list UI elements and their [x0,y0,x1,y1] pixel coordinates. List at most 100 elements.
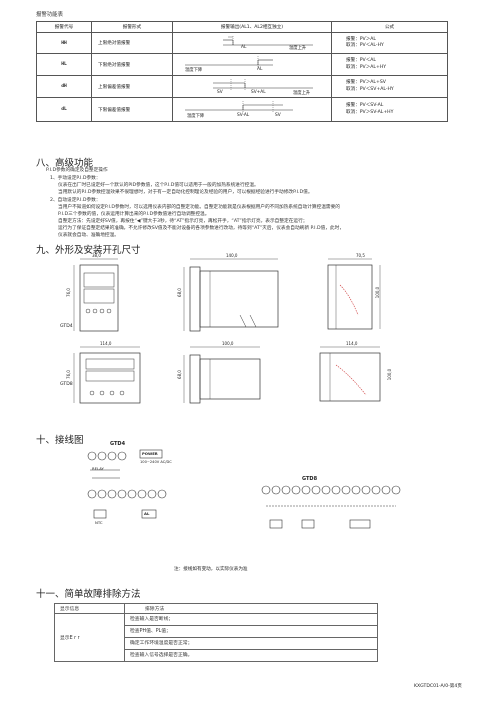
pid-item2-line: 仪表就会自动、准确地控温。 [58,233,119,238]
fault-table: 显示信息 排除方法 显示E r r 检查输入是否断线； 检查PH值、PL值； 确… [54,603,378,662]
fault-methods: 检查输入是否断线； 检查PH值、PL值； 确定工作环境温度是否正常； 检查输入信… [124,613,378,662]
model-label-gtd8: GTD8 [60,382,73,387]
diagram-label: SV-AL [237,113,250,118]
wiring-gtd8-label: GTD8 [302,476,318,482]
page-footer: KXGTDC01-A/0-第4页 [414,684,462,689]
fault-display: 显示E r r [54,613,125,662]
alarm-code: dL [36,97,92,122]
dim-front-bot-w: 114,0 [100,341,112,346]
wiring-power-label: POWER [142,451,158,456]
dim-side-bot-w: 100,0 [222,341,234,346]
header-formula: 公式 [331,21,448,33]
alarm-output-diagram: 温度下降 AL [172,53,332,76]
section-title-advanced: 八、高级功能 [36,158,94,169]
dim-end-top-w: 70,5 [356,253,365,258]
gtd8-terminals [261,485,401,495]
alarm-output-diagram: AL 温度上升 [172,32,332,54]
gtd4-terminals-top [87,451,127,461]
dim-front-bot-h: 76,0 [65,370,71,379]
pid-item1-line: 仪表在出厂时已设定好一个默认的PID参数值，这个P.I.D值可以适用于一般的加热… [58,183,259,188]
table-row: dL 下限偏差值报警 温度下降 SV-AL SV 报警：PV＜SV-AL 取消：… [36,97,448,122]
diagram-label: 温度下降 [185,68,203,73]
table-row: 显示E r r 检查输入是否断线； 检查PH值、PL值； 确定工作环境温度是否正… [54,613,378,662]
formula-alarm: 报警：PV＜SV-AL [346,103,384,108]
alarm-form: 下限绝对值报警 [91,53,173,76]
formula-cancel: 取消：PV＜AL-HY [346,43,384,48]
pid-subtitle: P.I.D参数的确定及自整定操作 [46,168,108,173]
alarm-table: 报警代号 报警形式 报警输出(AL1、AL2相互独立) 公式 HH 上限绝对值报… [36,21,448,122]
wiring-voltage-label: 100~240V AC/DC [140,460,172,464]
alarm-output-diagram: SV SV+AL 温度上升 [172,75,332,98]
alarm-formula: 报警：PV＞AL+SV 取消：PV＜SV+AL-HY [331,75,448,98]
pid-item2-line: P.I.D三个参数的值，仪表运用计算出来的P.I.D参数值进行自动调整控温。 [58,212,210,217]
fault-table-header-row: 显示信息 排除方法 [54,603,378,614]
pid-item1-title: 1、手动设定P.I.D参数： [50,176,101,181]
table-row: HL 下限绝对值报警 温度下降 AL 报警：PV＜AL 取消：PV＞AL+HY [36,53,448,76]
wiring-gtd4-label: GTD4 [110,441,126,447]
dimension-drawings [73,258,381,404]
wiring-al-label: AL [144,511,150,516]
alarm-formula: 报警：PV＜AL 取消：PV＞AL+HY [331,53,448,76]
dim-end-bot-w: 114,0 [346,341,358,346]
list-item: 检查输入信号选择是否正确。 [130,653,193,658]
alarm-formula: 报警：PV＜SV-AL 取消：PV＞SV-AL+HY [331,97,448,122]
alarm-form: 下限偏差值报警 [91,97,173,122]
header-code: 报警代号 [36,21,92,33]
dim-end-top-h: 100,0 [375,286,381,299]
pid-item2-line: 自整定方法：先设定好SV值，再按住“◀”键大于3秒，待“AT”指示灯亮，再松开手… [58,219,308,224]
formula-alarm: 报警：PV＜AL [346,58,376,63]
pid-item2-line: 当用户不知道如何设定P.I.D参数时，可以选用仪表内部的自整定功能。自整定功能就… [58,205,340,210]
wiring-diagrams [87,449,401,529]
formula-cancel: 取消：PV＜SV+AL-HY [346,86,394,92]
diagram-label: 温度上升 [289,46,307,51]
alarm-table-caption: 报警功能表 [36,12,63,18]
pid-item1-line: 当用默认的P.I.D参数控温效果不很理想时，对于有一定自动化控制理论及经验的用户… [58,190,313,195]
formula-alarm: 报警：PV＞AL+SV [346,80,386,85]
header-output: 报警输出(AL1、AL2相互独立) [172,21,332,33]
diagram-label: SV [217,90,223,95]
fault-header-method: 排除方法 [124,603,378,614]
alarm-table-header-row: 报警代号 报警形式 报警输出(AL1、AL2相互独立) 公式 [36,21,448,33]
formula-cancel: 取消：PV＞AL+HY [346,64,387,70]
wiring-note: 注：接线如有变动，以实际仪表为准 [174,567,248,572]
alarm-form: 上限绝对值报警 [91,32,173,54]
diagram-label: AL [241,45,247,50]
alarm-formula: 报警：PV＞AL 取消：PV＜AL-HY [331,32,448,54]
pid-item2-line: 运行为了保证自整定结果的准确，不允许修改SV值及不能对设备的各项参数进行改动，待… [58,226,345,231]
dim-side-top-w: 140,0 [226,253,238,258]
list-item: 确定工作环境温度是否正常； [125,638,377,650]
section-title-dimensions: 九、外形及安装开孔尺寸 [36,245,141,256]
section-title-wiring: 十、接线图 [36,435,84,446]
formula-alarm: 报警：PV＞AL [346,36,376,42]
fault-header-display: 显示信息 [54,603,125,614]
wiring-ntc-label: NTC [95,520,103,525]
section-title-troubleshooting: 十一、简单故障排除方法 [36,589,141,600]
diagram-label: 温度上升 [293,91,311,96]
pid-item2-title: 2、自动设定P.I.D参数： [50,198,101,203]
dim-front-top-h: 76,0 [65,288,71,297]
alarm-output-diagram: 温度下降 SV-AL SV [172,97,332,122]
list-item: 检查输入是否断线； [125,614,377,626]
model-label-gtd4: GTD4 [60,324,73,329]
alarm-code: HH [36,32,92,54]
diagram-label: SV+AL [251,90,266,95]
dim-side-bot-h: 68,0 [176,370,182,379]
diagram-label: AL [257,67,263,72]
alarm-dh-diagram [213,79,313,90]
dim-front-top-w: 38,0 [92,253,101,258]
dim-end-bot-h: 100,0 [387,368,393,381]
alarm-dl-diagram [185,101,293,113]
alarm-code: dH [36,75,92,98]
diagram-label: 温度下降 [187,114,205,119]
wiring-relay-label: RELAY [92,466,104,471]
table-row: HH 上限绝对值报警 AL 温度上升 报警：PV＞AL 取消：PV＜AL-HY [36,32,448,54]
alarm-code: HL [36,53,92,76]
alarm-hl-diagram [185,56,273,68]
header-form: 报警形式 [91,21,173,33]
alarm-hh-diagram [223,36,313,46]
alarm-form: 上限偏差值报警 [91,75,173,98]
diagram-label: SV [275,113,281,118]
dim-side-top-h: 68,0 [176,288,182,297]
formula-cancel: 取消：PV＞SV-AL+HY [346,109,394,115]
list-item: 检查PH值、PL值； [125,626,377,638]
